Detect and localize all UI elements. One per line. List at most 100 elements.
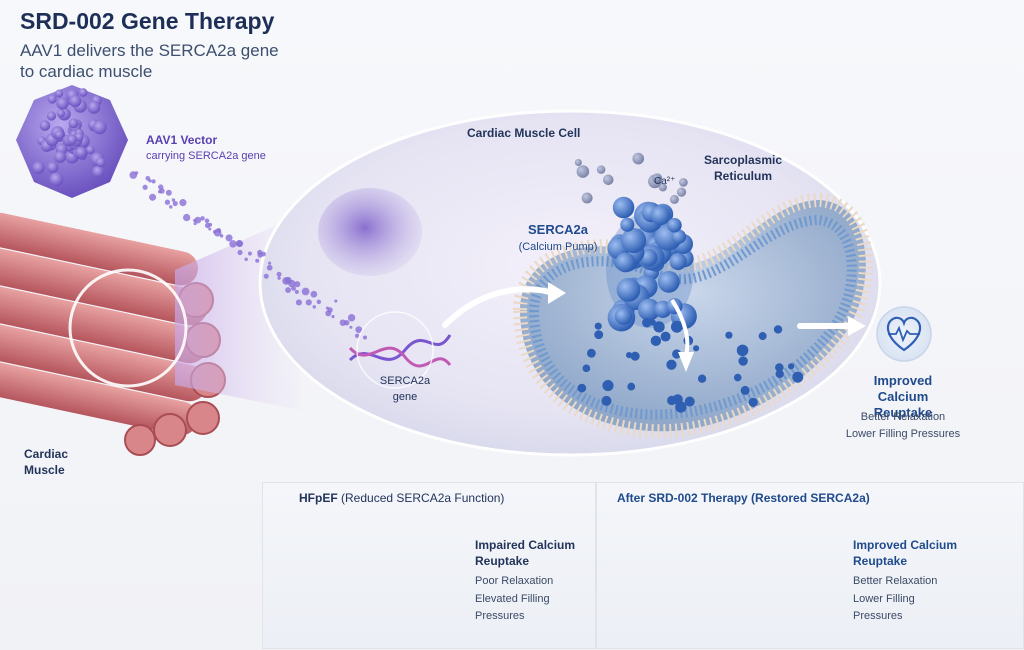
vector-particle [284, 276, 292, 284]
outcome-line-2: Lower Filling Pressures [845, 428, 961, 440]
vector-particle [164, 199, 171, 205]
calcium-ion [642, 317, 652, 328]
serca2a-pump-subunit [637, 298, 661, 321]
page-title: SRD-002 Gene Therapy [20, 8, 275, 34]
restored-panel-title: After SRD-002 Therapy (Restored SERCA2a) [617, 491, 870, 505]
capsid-protein [87, 100, 101, 114]
cardiac-cell-label: Cardiac Muscle Cell [467, 126, 581, 140]
aav1-vector-label: AAV1 Vector [146, 133, 218, 147]
calcium-ion [684, 396, 695, 407]
capsid-protein [95, 157, 106, 168]
vector-particle [165, 189, 172, 196]
calcium-ion [667, 395, 677, 406]
outcome-line-1: Better Relaxation [860, 411, 946, 423]
vector-particle [225, 234, 233, 242]
vector-particle [229, 240, 237, 248]
capsid-protein [46, 111, 57, 121]
vector-particle [237, 249, 243, 256]
calcium-ion [586, 348, 596, 358]
calcium-ion [660, 331, 671, 342]
nucleus [318, 188, 422, 276]
vector-particle [343, 319, 350, 326]
calcium-ion [653, 321, 665, 333]
calcium-ion [666, 359, 677, 370]
vector-particle [244, 257, 248, 262]
vector-particle [355, 326, 363, 334]
magnify-circle [68, 268, 188, 388]
calcium-ion [603, 174, 614, 186]
vector-particle [277, 276, 281, 280]
calcium-ion [775, 363, 784, 372]
calcium-ion [574, 158, 582, 167]
calcium-ion [582, 364, 591, 373]
serca2a-pump-subunit [657, 270, 680, 293]
calcium-ion [679, 178, 688, 187]
outcome-title: Improved Calcium Reuptake [873, 373, 933, 420]
hfpef-line-1: Poor Relaxation [475, 575, 554, 587]
vector-particle [129, 171, 138, 179]
calcium-pump-label: (Calcium Pump) [518, 241, 598, 253]
vector-particle [151, 179, 156, 184]
capsid-protein [85, 145, 95, 155]
calcium-ion [672, 349, 682, 359]
vector-particle [312, 305, 316, 309]
calcium-ion [740, 385, 750, 395]
vector-particle [142, 184, 148, 190]
vector-particle [310, 290, 318, 298]
capsid-protein [67, 134, 78, 145]
capsid-protein [55, 89, 64, 98]
capsid-protein [75, 146, 87, 159]
vector-particle [305, 299, 312, 306]
calcium-ion [775, 369, 784, 379]
calcium-ion-label: Ca²⁺ [654, 176, 676, 187]
calcium-ion [576, 165, 590, 178]
vector-particle [257, 252, 263, 258]
vector-particle [255, 258, 260, 263]
calcium-ion [670, 320, 683, 333]
calcium-ion [652, 173, 663, 184]
vector-particle [266, 264, 273, 271]
capsid-protein [56, 97, 69, 110]
calcium-ion [581, 192, 593, 204]
vector-particle [219, 234, 224, 238]
serca2a-pump-subunit [650, 205, 671, 226]
serca2a-pump-subunit [616, 277, 641, 302]
vector-particle [193, 218, 197, 223]
calcium-ion [630, 351, 640, 361]
hfpef-title-rest: (Reduced SERCA2a Function) [337, 491, 505, 505]
vector-particle [334, 299, 338, 303]
vector-particle [354, 333, 360, 339]
heart-pulse-icon [876, 306, 932, 362]
calcium-ion [676, 187, 687, 197]
calcium-ion [627, 382, 636, 391]
calcium-ion [758, 332, 767, 341]
capsid-protein [69, 94, 82, 108]
hfpef-line-2: Elevated Filling Pressures [475, 593, 550, 622]
capsid-protein [32, 161, 45, 174]
vector-particle [349, 325, 353, 329]
vector-particle [172, 200, 178, 207]
vector-particle [194, 216, 202, 224]
vector-particle [331, 315, 335, 319]
calcium-ion [773, 325, 783, 334]
calcium-ion [626, 352, 633, 359]
calcium-ion [594, 330, 604, 340]
vector-particle [268, 261, 272, 265]
vector-particle [301, 287, 310, 296]
capsid-protein [54, 150, 66, 163]
calcium-ion [736, 344, 749, 357]
aav1-vector-sublabel: carrying SERCA2a gene [146, 150, 266, 162]
calcium-ion [577, 383, 587, 393]
vector-particle [263, 273, 269, 279]
calcium-ion [794, 375, 802, 383]
vector-particle [347, 314, 356, 322]
hfpef-panel: HFpEF (Reduced SERCA2a Function) Impaire… [262, 482, 596, 649]
serca2a-pump-subunit [615, 252, 636, 273]
calcium-ion [596, 165, 606, 174]
vector-particle [327, 307, 333, 313]
vector-particle [212, 230, 217, 234]
vector-particle [291, 285, 297, 291]
dna-helix-icon [348, 311, 452, 389]
vector-particle [294, 289, 299, 295]
vector-particle [236, 240, 244, 248]
